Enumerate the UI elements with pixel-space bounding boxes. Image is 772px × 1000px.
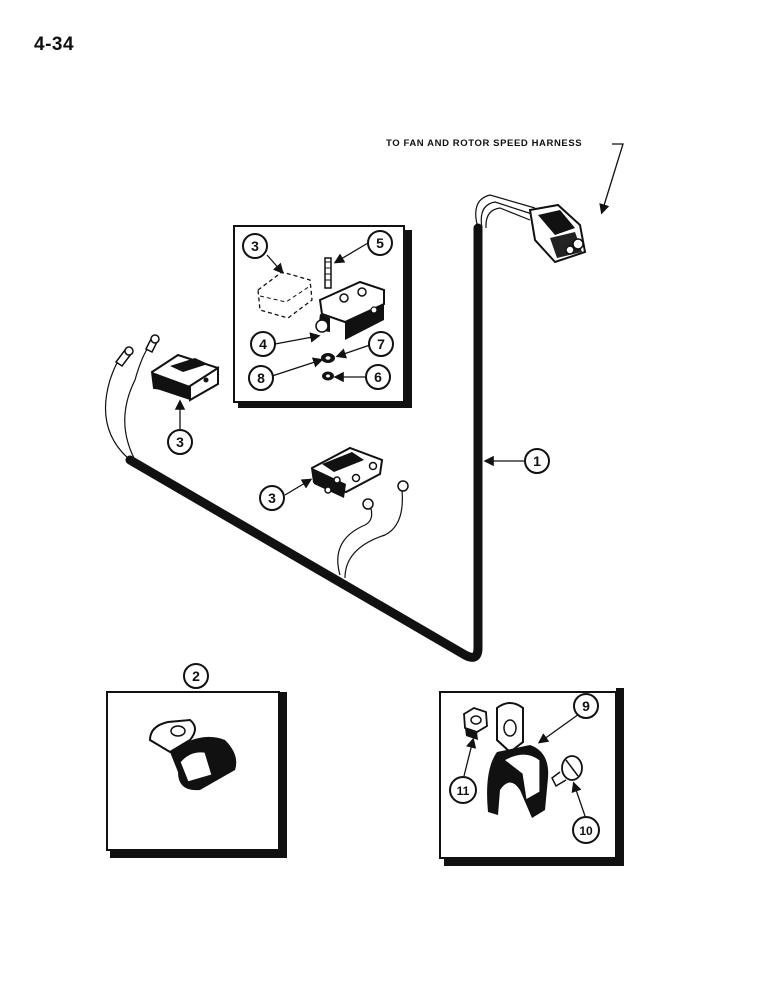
page-number: 4-34 [34,34,75,55]
svg-text:3: 3 [268,490,276,506]
callout-8: 8 [248,365,274,391]
svg-text:5: 5 [376,235,384,251]
callout-11: 11 [449,776,477,804]
harness-note-label: TO FAN AND ROTOR SPEED HARNESS [386,138,583,149]
svg-text:8: 8 [257,370,265,386]
callout-3-middle: 3 [259,485,285,511]
svg-text:7: 7 [377,336,385,352]
svg-text:4: 4 [259,336,267,352]
svg-text:3: 3 [176,434,184,450]
callout-3-detail: 3 [242,233,268,259]
callout-6: 6 [365,364,391,390]
main-harness [125,194,536,662]
callout-3-left: 3 [167,429,193,455]
harness-note-leader [599,143,624,215]
svg-text:10: 10 [579,824,593,838]
svg-text:1: 1 [533,453,541,469]
microswitch-middle [310,446,384,498]
svg-text:2: 2 [192,668,200,684]
left-branch-wires [104,334,160,461]
middle-branch-wires [337,480,409,579]
svg-text:11: 11 [457,784,470,798]
microswitch-left [150,353,220,402]
callout-5: 5 [367,230,393,256]
callout-2: 2 [183,663,209,689]
svg-text:6: 6 [374,369,382,385]
harness-connector [528,203,587,264]
callout-10: 10 [572,816,600,844]
detail-box-clamp [106,691,287,858]
callout-7: 7 [368,331,394,357]
callout-1: 1 [524,448,550,474]
callout-9: 9 [573,693,599,719]
callout-4: 4 [250,331,276,357]
svg-text:3: 3 [251,238,259,254]
svg-text:9: 9 [582,698,590,714]
